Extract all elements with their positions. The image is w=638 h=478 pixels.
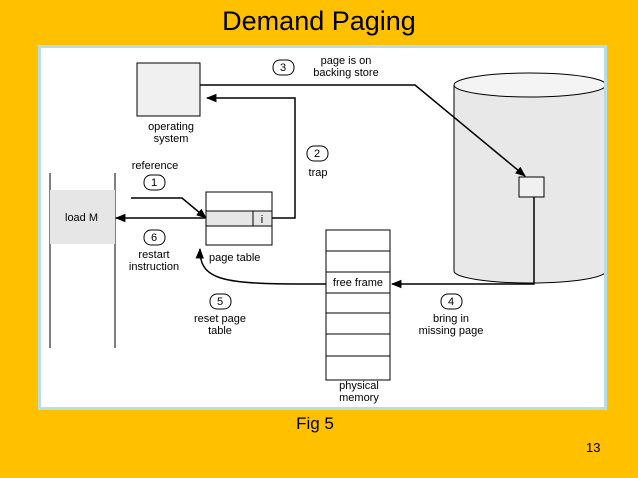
- step-5-number: 5: [217, 296, 223, 308]
- step-6-number: 6: [151, 232, 157, 244]
- step-5-label-line2: table: [208, 325, 232, 337]
- physical-memory: [325, 229, 391, 381]
- step-1-number: 1: [151, 177, 157, 189]
- step-3-label-line1: page is on: [321, 55, 372, 67]
- reference-arrow: [131, 197, 207, 219]
- figure-caption-text: Fig 5: [296, 414, 334, 433]
- step-6-label-line1: restart: [138, 249, 169, 261]
- step-3-label-line2: backing store: [313, 67, 378, 79]
- slide-page-number: 13: [586, 440, 601, 455]
- step-1: 1 reference: [132, 160, 178, 191]
- backing-store-arrow: [200, 84, 526, 177]
- demand-paging-diagram: operating system load M i page table fre…: [38, 45, 607, 410]
- free-frame-label: free frame: [333, 277, 383, 289]
- step-2-label: trap: [309, 167, 328, 179]
- step-4-label-line1: bring in: [433, 313, 469, 325]
- step-6-label-line2: instruction: [129, 261, 179, 273]
- step-6: 6 restart instruction: [129, 229, 179, 273]
- trap-arrow: [205, 93, 296, 219]
- step-4: 4 bring in missing page: [419, 293, 484, 337]
- invalid-bit: i: [261, 214, 263, 226]
- operating-system-box: [136, 62, 201, 117]
- free-frame: [325, 271, 391, 294]
- reset-page-table-arrow: [195, 247, 327, 285]
- load-instruction-cell: [50, 190, 115, 244]
- physical-memory-label-line2: memory: [339, 392, 379, 404]
- step-5-label-line1: reset page: [194, 313, 246, 325]
- physical-memory-label-line1: physical: [339, 380, 379, 392]
- step-2: 2 trap: [306, 145, 329, 179]
- missing-page-block: [518, 176, 545, 198]
- bring-in-arrow: [390, 197, 535, 289]
- slide-title: Demand Paging: [222, 6, 416, 36]
- step-4-label-line2: missing page: [419, 325, 484, 337]
- step-3: 3 page is on backing store: [272, 55, 379, 79]
- step-1-label: reference: [132, 160, 178, 172]
- load-instruction-text: load M: [65, 212, 98, 224]
- os-label-line1: operating: [148, 121, 194, 133]
- os-label-line2: system: [154, 133, 189, 145]
- step-2-number: 2: [314, 148, 320, 160]
- diagram-canvas: operating system load M i page table fre…: [49, 55, 604, 404]
- step-3-number: 3: [280, 62, 286, 74]
- step-4-number: 4: [448, 296, 454, 308]
- figure-caption: Fig 5: [0, 414, 638, 434]
- page-table-label: page table: [209, 252, 260, 264]
- step-5: 5 reset page table: [194, 293, 246, 337]
